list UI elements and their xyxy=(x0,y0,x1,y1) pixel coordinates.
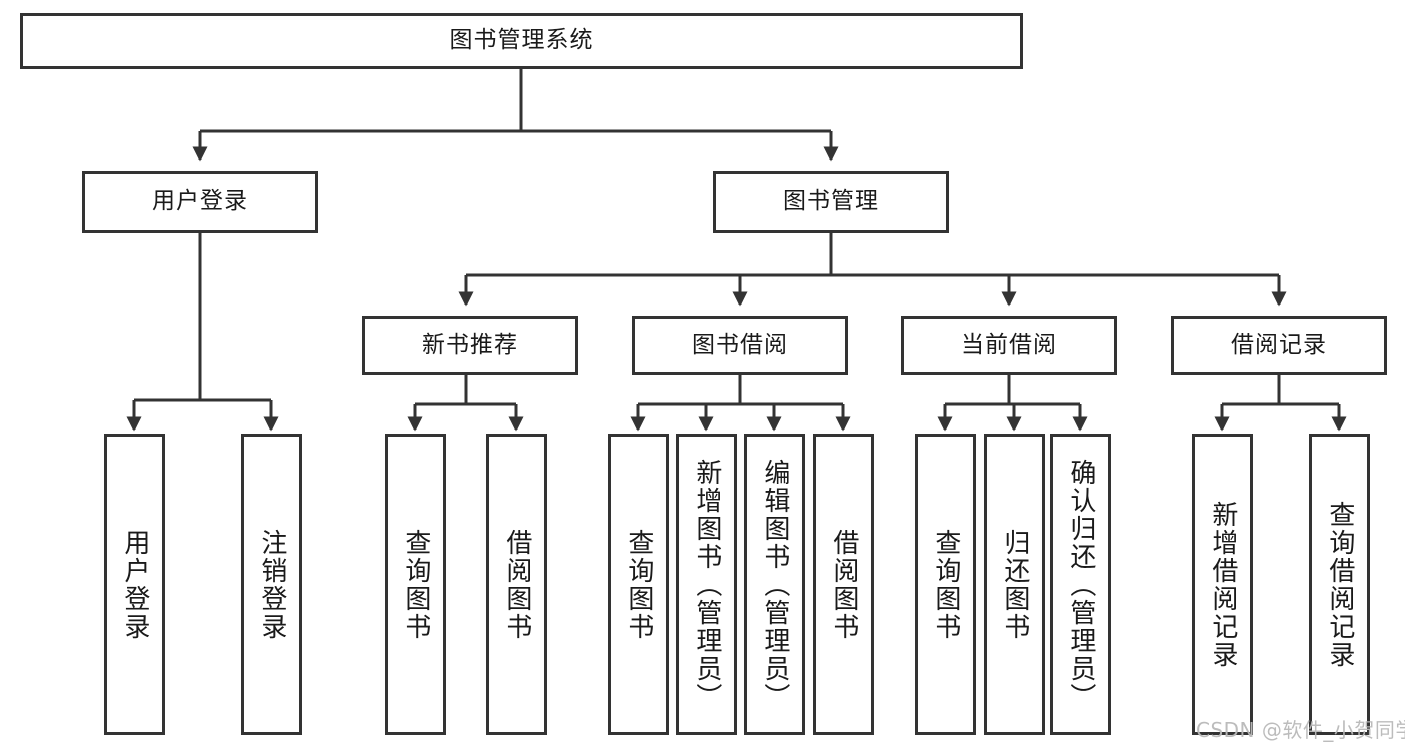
node-current-borrow[interactable]: 当前借阅 xyxy=(901,316,1117,375)
node-label: 用户登录 xyxy=(152,188,248,215)
node-label: 借阅图书 xyxy=(501,528,532,641)
node-label: 图书管理系统 xyxy=(449,27,594,54)
node-label: 查询图书 xyxy=(623,528,654,641)
node-label: 新增图书（管理员） xyxy=(691,458,722,711)
leaf-query-book-recommend[interactable]: 查询图书 xyxy=(385,434,446,735)
node-label: 用户登录 xyxy=(119,528,150,641)
node-new-book-recommend[interactable]: 新书推荐 xyxy=(362,316,578,375)
node-label: 注销登录 xyxy=(256,528,287,641)
node-label: 新增借阅记录 xyxy=(1207,500,1238,669)
node-user-login[interactable]: 用户登录 xyxy=(82,171,318,233)
node-label: 查询图书 xyxy=(930,528,961,641)
node-borrow-record[interactable]: 借阅记录 xyxy=(1171,316,1387,375)
node-label: 图书借阅 xyxy=(692,331,788,358)
leaf-query-borrow-record[interactable]: 查询借阅记录 xyxy=(1309,434,1370,735)
leaf-logout-login[interactable]: 注销登录 xyxy=(241,434,302,735)
node-label: 新书推荐 xyxy=(422,331,518,358)
leaf-confirm-return[interactable]: 确认归还（管理员） xyxy=(1050,434,1111,735)
node-label: 归还图书 xyxy=(999,528,1030,641)
node-book-borrow[interactable]: 图书借阅 xyxy=(632,316,848,375)
leaf-add-book[interactable]: 新增图书（管理员） xyxy=(676,434,737,735)
leaf-query-book-borrow[interactable]: 查询图书 xyxy=(608,434,669,735)
leaf-borrow-book[interactable]: 借阅图书 xyxy=(813,434,874,735)
node-book-management[interactable]: 图书管理 xyxy=(713,171,949,233)
node-label: 当前借阅 xyxy=(961,331,1057,358)
node-label: 编辑图书（管理员） xyxy=(759,458,790,711)
leaf-return-book[interactable]: 归还图书 xyxy=(984,434,1045,735)
node-root-book-management-system[interactable]: 图书管理系统 xyxy=(20,13,1023,69)
node-label: 确认归还（管理员） xyxy=(1065,458,1096,711)
node-label: 查询借阅记录 xyxy=(1324,500,1355,669)
leaf-query-book-current[interactable]: 查询图书 xyxy=(915,434,976,735)
node-label: 借阅记录 xyxy=(1231,331,1327,358)
watermark-text: CSDN @软件_小贺同学 xyxy=(1196,718,1405,742)
node-label: 借阅图书 xyxy=(828,528,859,641)
leaf-borrow-book-recommend[interactable]: 借阅图书 xyxy=(486,434,547,735)
leaf-user-login[interactable]: 用户登录 xyxy=(104,434,165,735)
leaf-add-borrow-record[interactable]: 新增借阅记录 xyxy=(1192,434,1253,735)
node-label: 图书管理 xyxy=(783,188,879,215)
leaf-edit-book[interactable]: 编辑图书（管理员） xyxy=(744,434,805,735)
node-label: 查询图书 xyxy=(400,528,431,641)
